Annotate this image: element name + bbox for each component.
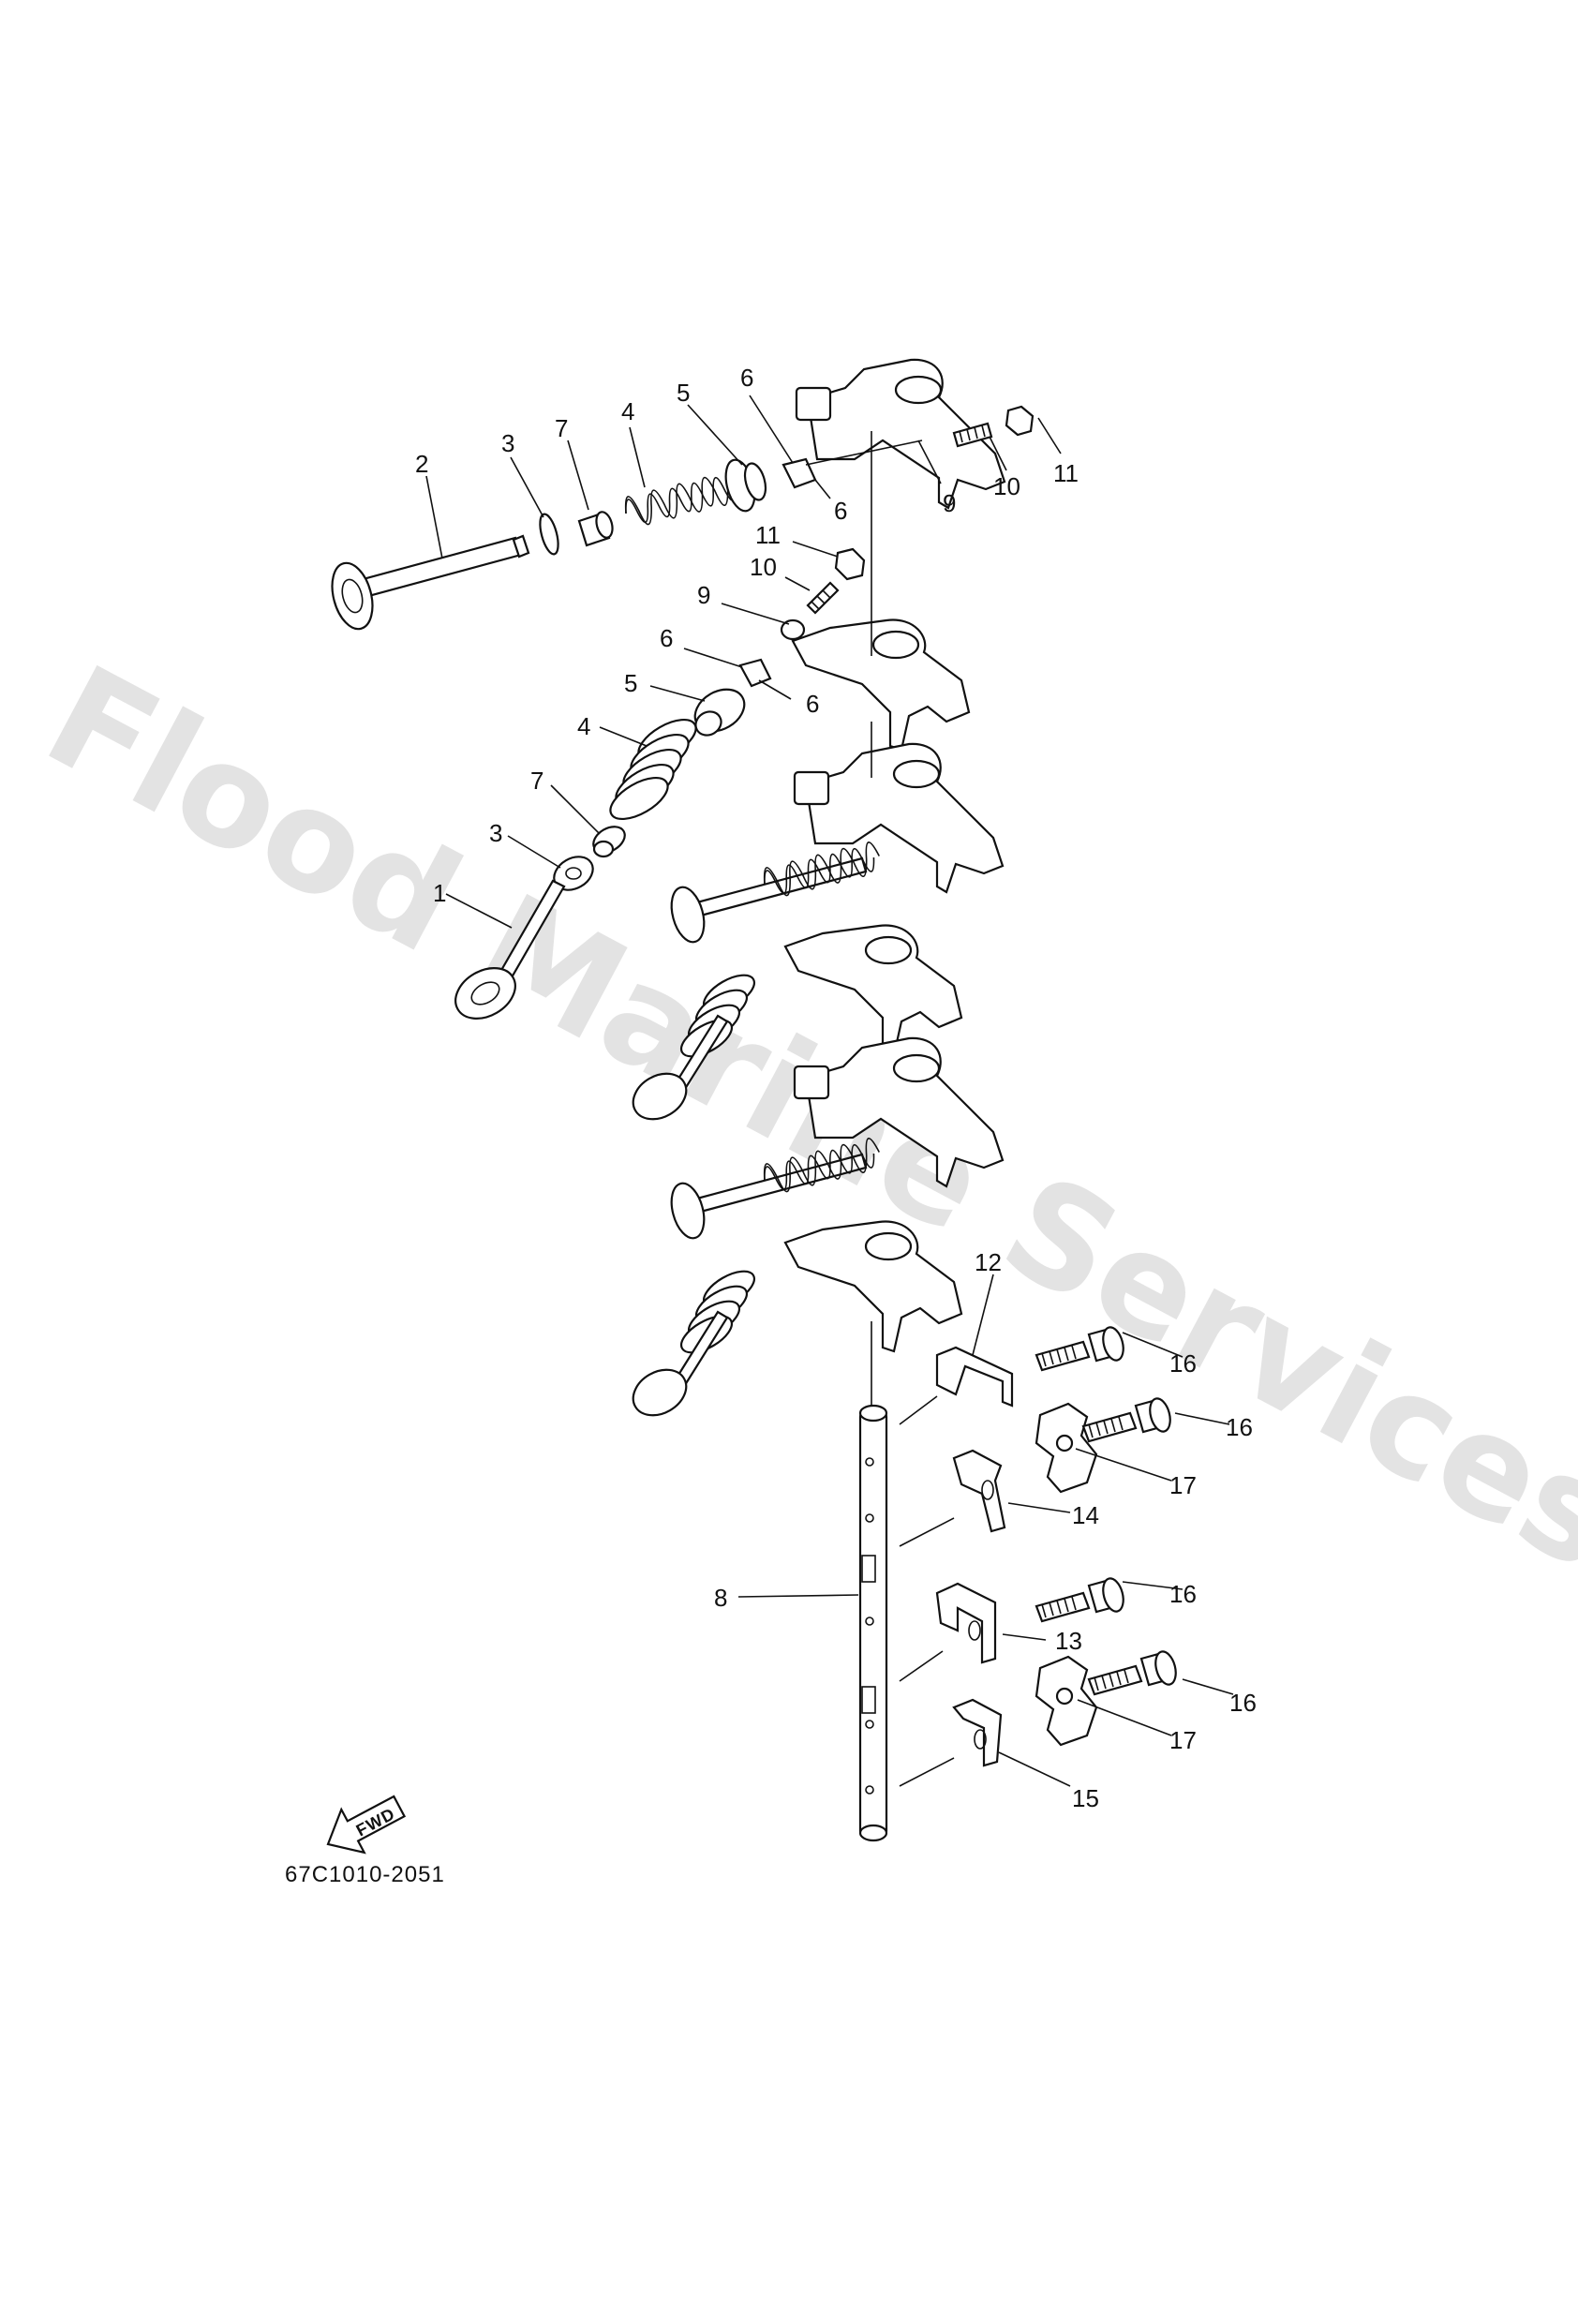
- callout-17: 17: [1169, 1726, 1197, 1754]
- callout-5: 5: [624, 669, 637, 697]
- callout-2: 2: [415, 450, 428, 478]
- rocker-arm-second: [791, 618, 971, 752]
- spring-4b: [609, 718, 697, 821]
- valve-assembly-fifth: [670, 1136, 885, 1240]
- valve-assembly-fourth: [632, 974, 756, 1121]
- callout-labels: 2 3 7 4 5 6 6 9 10 11 11 10 9 6 6 5 4 7 …: [415, 364, 1257, 1812]
- callout-14: 14: [1072, 1501, 1099, 1529]
- shaft-bracket-12: [935, 1346, 1014, 1408]
- rocker-arm-sixth: [783, 1220, 963, 1353]
- adjusting-screw-10b: [806, 581, 840, 615]
- clamp-17b: [1035, 1655, 1098, 1747]
- locknut-11a: [1005, 405, 1035, 437]
- stem-seal-7b: [592, 826, 626, 858]
- callout-11: 11: [755, 521, 781, 549]
- callout-12: 12: [975, 1248, 1002, 1276]
- callout-6: 6: [660, 624, 673, 652]
- callout-10: 10: [993, 472, 1020, 500]
- valve-stem-seal-7: [577, 511, 614, 547]
- shaft-bracket-14: [952, 1449, 1006, 1533]
- callout-15: 15: [1072, 1784, 1099, 1812]
- spring-retainer-5: [724, 458, 767, 513]
- callout-11: 11: [1053, 459, 1079, 487]
- callout-9: 9: [697, 581, 710, 609]
- callout-6: 6: [740, 364, 753, 392]
- bolt-16d: [1087, 1647, 1181, 1696]
- rocker-shaft-8: [858, 1404, 888, 1842]
- callout-13: 13: [1055, 1627, 1082, 1655]
- bolt-16b: [1081, 1394, 1175, 1443]
- callout-6: 6: [806, 690, 819, 718]
- callout-3: 3: [489, 819, 502, 847]
- callout-9: 9: [943, 489, 956, 517]
- leader-lines: [425, 395, 1234, 1787]
- callout-6: 6: [834, 497, 847, 525]
- retainer-5b: [693, 688, 746, 737]
- callout-7: 7: [530, 767, 543, 795]
- valve-assembly-sixth: [632, 1270, 756, 1417]
- callout-17: 17: [1169, 1471, 1197, 1499]
- callout-3: 3: [501, 429, 514, 457]
- locknut-11b: [834, 547, 866, 581]
- adjusting-screw-10a: [952, 422, 993, 448]
- clamp-17a: [1035, 1402, 1098, 1494]
- diagram-code: 67C1010-2051: [285, 1862, 445, 1887]
- intake-valve-1: [454, 879, 566, 1020]
- callout-4: 4: [621, 397, 634, 425]
- valve-assembly-third: [670, 840, 885, 944]
- callout-16: 16: [1226, 1413, 1253, 1441]
- callout-16: 16: [1229, 1689, 1257, 1717]
- cotter-6c: [738, 658, 772, 688]
- exhaust-valve-2: [331, 534, 530, 631]
- callout-7: 7: [555, 414, 568, 442]
- fwd-arrow-icon: FWD: [326, 1795, 407, 1855]
- callout-16: 16: [1169, 1580, 1197, 1608]
- shaft-bracket-13: [935, 1582, 997, 1664]
- callout-1: 1: [433, 879, 446, 907]
- bolt-16c: [1035, 1574, 1128, 1623]
- callout-16: 16: [1169, 1349, 1197, 1378]
- valve-seal-washer-3: [539, 513, 559, 556]
- pivot-9b: [780, 618, 806, 641]
- callout-5: 5: [677, 379, 690, 407]
- callout-4: 4: [577, 712, 590, 740]
- callout-8: 8: [714, 1584, 727, 1612]
- callout-10: 10: [750, 553, 777, 581]
- shaft-bracket-15: [952, 1698, 1003, 1767]
